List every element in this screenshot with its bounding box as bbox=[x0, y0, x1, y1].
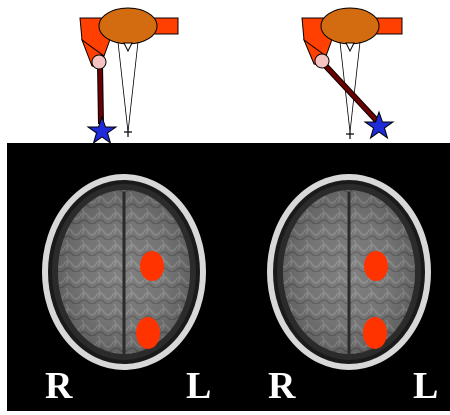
gaze-lines bbox=[118, 42, 138, 132]
brain-scan-icon bbox=[267, 174, 431, 370]
fixation-cross-icon bbox=[346, 130, 354, 139]
side-label-left: L bbox=[413, 365, 438, 407]
activation-spot bbox=[140, 251, 164, 281]
activation-spot bbox=[136, 317, 160, 349]
activation-spot bbox=[364, 251, 388, 281]
star-target-icon bbox=[88, 117, 116, 143]
elbow-joint bbox=[315, 54, 329, 68]
side-label-left: L bbox=[186, 365, 211, 407]
elbow-joint bbox=[92, 55, 106, 69]
side-label-right: R bbox=[45, 365, 73, 407]
arm-diagram-angled bbox=[302, 8, 402, 139]
activation-spot bbox=[363, 317, 387, 349]
fixation-cross-icon bbox=[124, 128, 132, 137]
brain-scan-icon bbox=[42, 174, 206, 370]
side-label-right: R bbox=[268, 365, 296, 407]
arm-diagram-straight bbox=[80, 8, 178, 143]
